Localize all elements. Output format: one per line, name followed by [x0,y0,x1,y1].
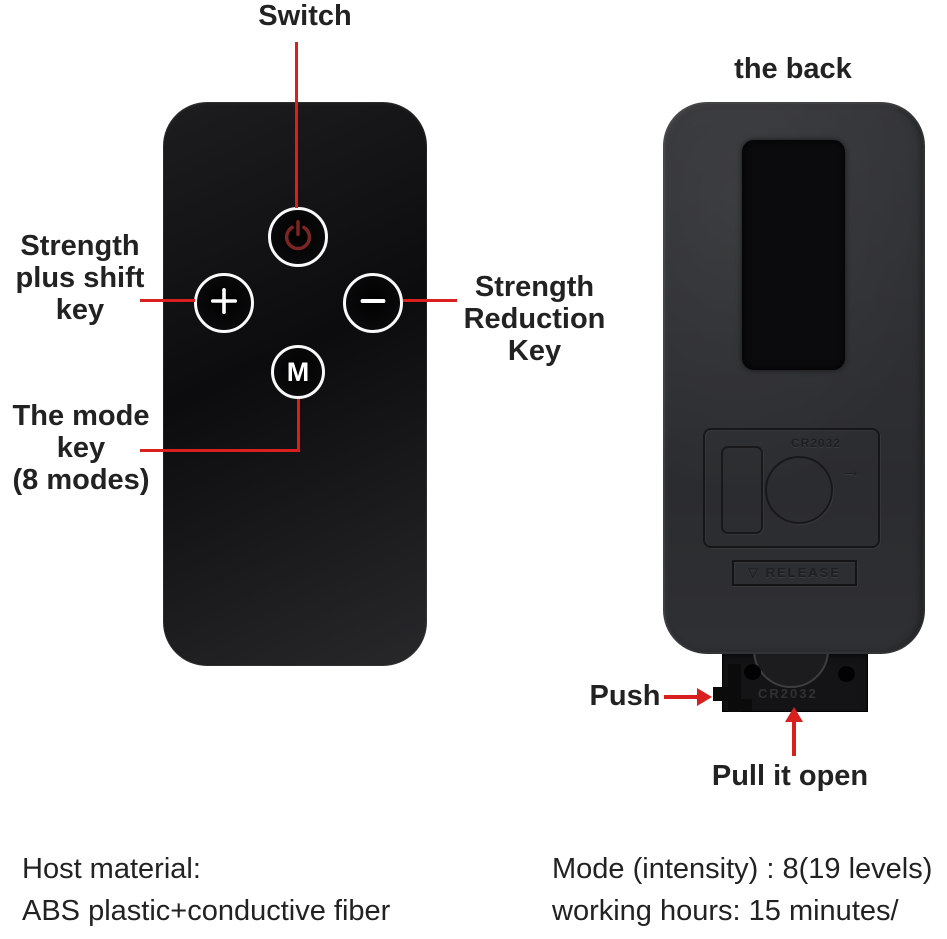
pull-arrow-icon [785,707,803,722]
tray-screw-hole [744,664,761,680]
strength-reduction-label: Strength Reduction Key [463,271,606,367]
plus-connector-line [140,299,195,302]
mode-key-label: The mode key (8 modes) [12,400,150,496]
tray-latch-foot [741,699,752,711]
tray-latch-nub [713,687,730,701]
switch-connector-line [295,42,298,208]
push-arrow-line [664,695,698,699]
mode-button-glyph: M [286,356,310,387]
release-engraving: ▽ RELEASE [732,560,857,586]
strength-minus-button [343,273,403,333]
switch-label: Switch [258,0,352,32]
back-inset-panel [742,140,845,370]
coin-battery: 3V [753,650,829,688]
remote-back-view: CR2032 → ▽ RELEASE [663,102,925,654]
tray-latch [728,664,741,712]
battery-diagram-embossed: CR2032 → [703,428,880,548]
strength-plus-label: Strength plus shift key [15,230,145,326]
remote-front-view: M [163,102,427,666]
diagram-arrow-icon: → [841,460,861,482]
coin-cell-icon [765,456,833,524]
back-title: the back [734,53,852,85]
minus-icon [355,283,391,324]
strength-plus-button [194,273,254,333]
push-label: Push [589,680,661,712]
pull-open-label: Pull it open [711,760,869,792]
minus-connector-line [403,299,457,302]
battery-cylinder-icon [721,446,763,534]
tray-screw-hole [838,666,855,682]
push-arrow-icon [697,688,712,706]
mode-connector-line [140,399,300,452]
power-icon [280,217,316,258]
spec-host-material: Host material: ABS plastic+conductive fi… [22,853,391,927]
power-button [268,207,328,267]
mode-button: M [271,345,325,399]
tray-engraving: CR2032 [758,686,818,701]
battery-type-engraving: CR2032 [791,436,842,450]
pull-arrow-line [792,720,796,756]
spec-mode-intensity: Mode (intensity) : 8(19 levels) working … [552,853,933,927]
plus-icon [206,283,242,324]
